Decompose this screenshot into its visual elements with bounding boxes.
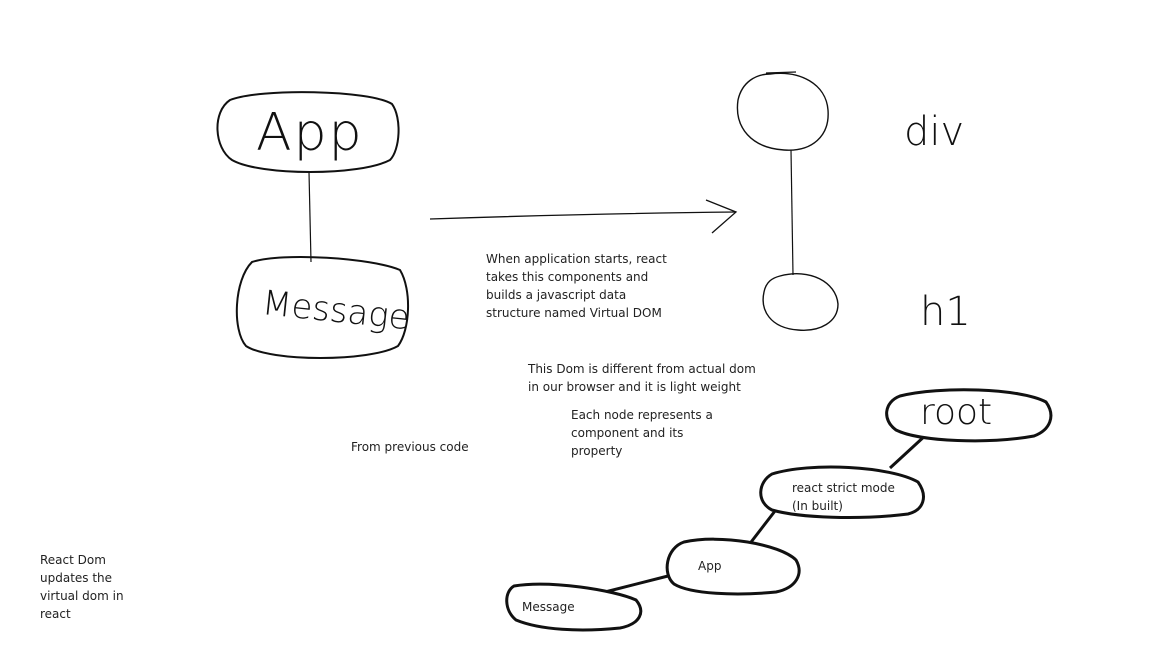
- app-to-message-edge: [308, 171, 312, 263]
- strict-mode-node-outline: [759, 465, 925, 519]
- div-node-outline: [736, 72, 829, 151]
- message-node-outline: [235, 255, 409, 359]
- arrow-shaft: [429, 211, 737, 220]
- arrow-head-icon: [705, 199, 738, 234]
- strict-mode-label-line2: (In built): [792, 499, 843, 513]
- root-node-label: root: [920, 392, 992, 433]
- left-tree: App Message From previous code: [216, 91, 469, 454]
- node-props-note: Each node represents a component and its…: [571, 408, 713, 458]
- root-to-strict-edge: [888, 432, 929, 470]
- message-node-label: Message: [260, 283, 411, 338]
- div-to-h1-edge: [790, 149, 794, 276]
- app-node-label: App: [256, 103, 364, 163]
- from-previous-code-caption: From previous code: [351, 440, 469, 454]
- app-to-message-edge-bottom: [604, 574, 669, 594]
- div-tag-label: div: [904, 109, 964, 155]
- light-weight-note: This Dom is different from actual dom in…: [528, 362, 756, 394]
- strict-to-app-edge: [746, 510, 777, 547]
- h1-tag-label: h1: [920, 289, 971, 335]
- virtual-dom-note: When application starts, react takes thi…: [486, 252, 667, 320]
- strict-mode-label-line1: react strict mode: [792, 481, 895, 495]
- bottom-tree: root react strict mode (In built) App Me…: [505, 388, 1053, 632]
- right-tree: div h1: [736, 71, 971, 335]
- transform-arrow: [429, 199, 738, 234]
- root-node-outline: [885, 388, 1053, 443]
- message-node-bottom-outline: [505, 582, 643, 632]
- app-node-bottom-outline: [665, 537, 801, 596]
- message-node-bottom-label: Message: [522, 600, 575, 614]
- h1-node-outline: [762, 273, 839, 331]
- react-dom-note: React Dom updates the virtual dom in rea…: [40, 553, 124, 621]
- app-node-outline: [216, 91, 400, 173]
- app-node-bottom-label: App: [698, 559, 721, 573]
- div-node-top-stroke: [765, 71, 797, 74]
